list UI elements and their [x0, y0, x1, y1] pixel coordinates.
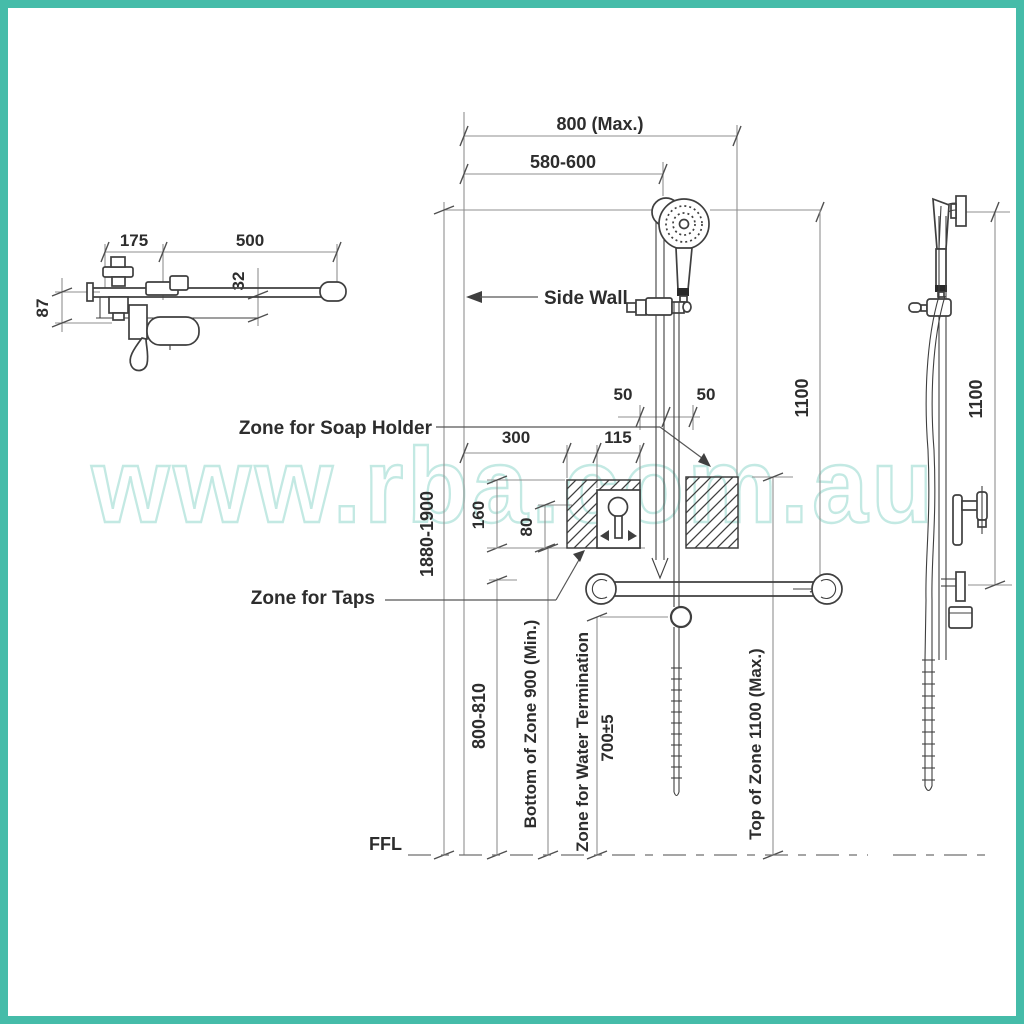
detail-plan-view: 175 500 87 32	[33, 231, 347, 372]
dim-115-label: 115	[604, 428, 631, 447]
dim-160-label: 160	[469, 501, 488, 529]
shower-hose-side	[922, 295, 946, 792]
soap-holder-zone-hatch	[685, 476, 739, 549]
dim-800-max-label: 800 (Max.)	[556, 114, 643, 134]
dim-175-label: 175	[120, 231, 148, 250]
zone-for-taps-label: Zone for Taps	[251, 588, 375, 609]
supply-drop-line	[651, 208, 669, 580]
dim-700-label: 700±5	[598, 714, 617, 761]
bottom-zone-900-label: Bottom of Zone 900 (Min.)	[521, 620, 540, 829]
handle-band	[677, 288, 689, 296]
hose-ribs-side	[922, 659, 935, 781]
dim-300-label: 300	[502, 428, 530, 447]
dim-80-label: 80	[517, 518, 536, 537]
rail-outlet-side	[941, 571, 973, 629]
watermark-text: www.rba.com.au	[91, 427, 937, 545]
water-termination-label: Zone for Water Termination	[573, 632, 592, 852]
grab-rail-plan	[86, 281, 347, 319]
shower-hose-front	[669, 302, 693, 797]
dim-50-right-label: 50	[697, 385, 716, 404]
hose-ring	[669, 605, 693, 629]
soap-holder-leader	[436, 426, 711, 467]
hose-ribs	[671, 667, 682, 779]
zone-for-taps-leader	[385, 550, 585, 601]
ffl-label: FFL	[369, 834, 402, 854]
dim-32-label: 32	[229, 272, 248, 291]
dim-580-600-label: 580-600	[530, 152, 596, 172]
dim-1880-1900-label: 1880-1900	[417, 491, 437, 577]
grab-rail-front	[585, 573, 843, 605]
dim-87-label: 87	[33, 299, 52, 318]
slider-bracket	[626, 297, 692, 316]
side-view: 1100	[893, 195, 1012, 856]
side-wall-label: Side Wall	[544, 288, 628, 309]
side-view-dimensions	[893, 201, 1012, 856]
dim-500-label: 500	[236, 231, 264, 250]
top-zone-1100-label: Top of Zone 1100 (Max.)	[746, 648, 765, 839]
side-wall-leader	[466, 291, 538, 303]
mixer-side	[952, 486, 988, 546]
hand-shower-front	[651, 197, 710, 303]
tap-assembly-plan	[102, 256, 189, 321]
dim-800-810-label: 800-810	[469, 683, 489, 749]
main-elevation: 800 (Max.) 580-600 Side Wall Zone for So…	[239, 112, 868, 860]
spout-and-lever-plan	[128, 304, 200, 372]
shower-handle	[675, 247, 693, 291]
dim-50-left-label: 50	[614, 385, 633, 404]
soap-holder-label: Zone for Soap Holder	[239, 418, 433, 439]
mixer-symbol	[596, 489, 641, 549]
side-dim-1100-label: 1100	[966, 379, 986, 418]
dim-1100-label: 1100	[792, 378, 812, 417]
elevation-dimension-lines	[433, 112, 831, 860]
